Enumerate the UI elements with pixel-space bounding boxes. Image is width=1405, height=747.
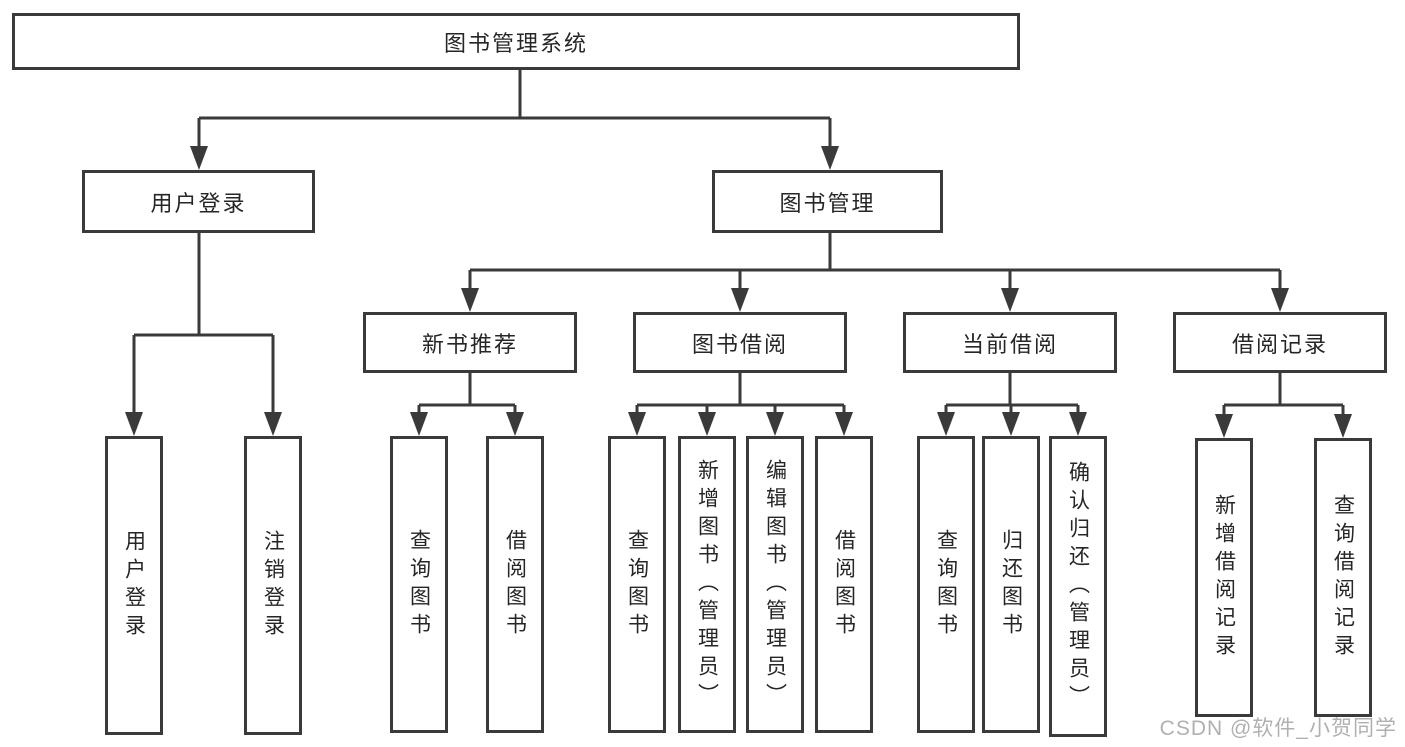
node-book-borrow: 图书借阅 [633, 312, 847, 373]
node-borrow-records: 借阅记录 [1173, 312, 1387, 373]
csdn-watermark: CSDN @软件_小贺同学 [1159, 717, 1397, 740]
node-new-book-recommend: 新书推荐 [363, 312, 577, 373]
node-book-management: 图书管理 [712, 170, 943, 233]
leaf-edit-book-admin: 编辑图书（管理员） [746, 436, 804, 733]
leaf-confirm-return-admin: 确认归还（管理员） [1049, 436, 1107, 737]
leaf-query-books-3: 查询图书 [917, 436, 975, 733]
leaf-borrow-books-1: 借阅图书 [486, 436, 544, 733]
leaf-return-book: 归还图书 [982, 436, 1040, 733]
leaf-borrow-books-2: 借阅图书 [815, 436, 873, 733]
arrowheads [125, 146, 1352, 438]
leaf-query-borrow-record: 查询借阅记录 [1314, 438, 1372, 717]
leaf-logout: 注销登录 [244, 436, 302, 735]
leaf-user-login: 用户登录 [105, 436, 163, 735]
node-root: 图书管理系统 [12, 13, 1020, 70]
node-current-borrow: 当前借阅 [903, 312, 1117, 373]
leaf-query-books-2: 查询图书 [608, 436, 666, 733]
node-user-login: 用户登录 [82, 170, 315, 233]
leaf-add-borrow-record: 新增借阅记录 [1195, 438, 1253, 717]
leaf-add-book-admin: 新增图书（管理员） [678, 436, 736, 733]
leaf-query-books-1: 查询图书 [390, 436, 448, 733]
